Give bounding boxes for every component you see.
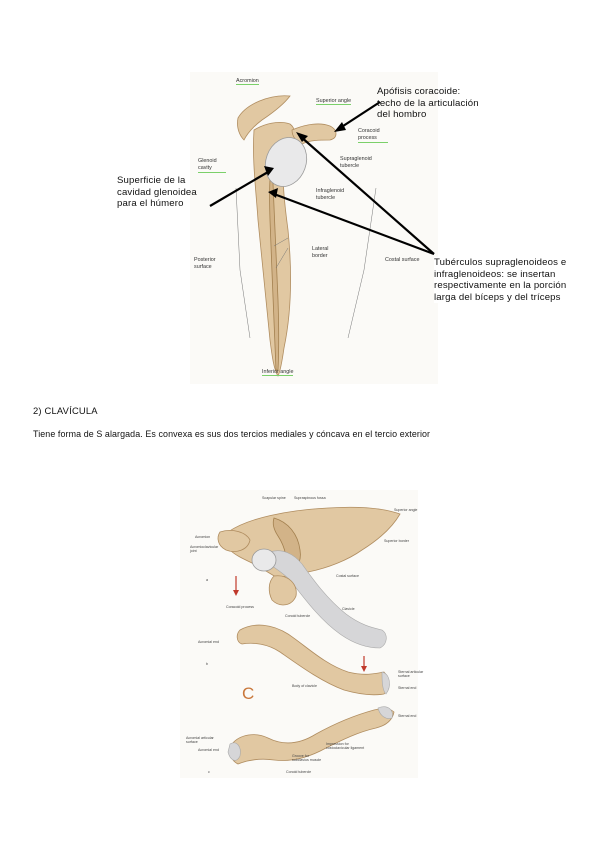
label-panel-b: b (206, 662, 208, 666)
clavicle-superior-shape (236, 624, 389, 696)
arrow-coracoid-head (334, 122, 346, 132)
annotation-coracoid-line: techo de la articulación (377, 97, 479, 109)
humeral-head-shape (251, 548, 277, 572)
label-coracoid-process: Coracoid process (358, 128, 388, 143)
arrow-infraglenoid (273, 192, 435, 256)
clavicle-inferior-shape (229, 708, 395, 765)
label-conoid-tubercle-2: Conoid tubercle (286, 770, 312, 774)
label-sternal-end: Sternal end (398, 686, 417, 690)
acromion-shape (237, 95, 291, 141)
annotation-tubercles-line: respectivamente en la porción (434, 280, 567, 291)
label-acromial-end-2: Acromial end (198, 748, 219, 752)
acromion-top-shape (217, 530, 251, 552)
arrow-glenoid (209, 171, 269, 207)
scapula-lateral-illustration (209, 95, 435, 377)
red-arrow-a-head (233, 590, 239, 596)
label-superior-angle-2: Superior angle (394, 508, 418, 512)
label-big-c: C (242, 684, 255, 703)
label-superior-border: Superior border (384, 539, 409, 543)
label-coracoid-process-2: Coracoid process (226, 605, 254, 609)
label-acromioclavicular-joint: Acromioclavicular joint (190, 545, 219, 553)
label-costal-surface-2: Costal surface (336, 574, 359, 578)
label-acromial-end: Acromial end (198, 640, 219, 644)
label-inferior-angle: Inferior angle (262, 369, 294, 376)
label-body-of-clavicle: Body of clavicle (292, 684, 317, 688)
arrow-infraglenoid-head (268, 188, 278, 198)
annotation-glenoid-line: para el húmero (117, 198, 184, 209)
annotation-glenoid: Superficie de la cavidad glenoidea para … (117, 175, 197, 210)
annotation-tubercles-line: Tubérculos supraglenoideos e (434, 257, 567, 268)
label-superior-angle: Superior angle (316, 98, 352, 105)
arrow-supraglenoid (299, 135, 435, 255)
label-supraglenoid-tubercle: Supraglenoid tubercle (340, 156, 372, 169)
annotation-tubercles-line: larga del bíceps y del tríceps (434, 291, 561, 303)
label-glenoid-cavity: Glenoid cavity (198, 158, 226, 173)
annotation-coracoid-line: del hombro (377, 109, 427, 120)
glenoid-cavity-shape (264, 137, 308, 187)
label-clavicle: Clavicle (342, 607, 355, 611)
clavicle-illustration (217, 506, 401, 765)
section-heading: 2) CLAVÍCULA (33, 405, 98, 416)
acromial-surface-c (227, 742, 241, 761)
arrow-supraglenoid-head (296, 132, 308, 142)
label-groove-subclavius: Groove for subclavius muscle (292, 754, 322, 762)
scapula-top-shape (224, 506, 401, 579)
sternal-surface-c (377, 706, 393, 719)
annotation-tubercles: Tubérculos supraglenoideos e infraglenoi… (434, 257, 567, 303)
label-acromial-articular-surface: Acromial articular surface (186, 736, 214, 744)
label-supraspinous-fossa: Supraspinous fossa (294, 496, 326, 500)
annotation-coracoid: Apófisis coracoide: techo de la articula… (377, 86, 479, 121)
label-sternal-articular-surface: Sternal articular surface (398, 670, 424, 678)
coracoid-top-shape (268, 575, 297, 606)
arrow-glenoid-head (264, 166, 274, 176)
label-posterior-surface: Posterior surface (194, 257, 216, 270)
label-sternal-end-2: Sternal end (398, 714, 417, 718)
scapula-ridge-shape (269, 159, 280, 371)
label-conoid-tubercle: Conoid tubercle (285, 614, 311, 618)
label-costal-surface: Costal surface (385, 257, 420, 263)
arrow-coracoid (339, 101, 381, 129)
red-arrow-b-head (361, 666, 367, 672)
posterior-guide-line (235, 187, 251, 339)
annotation-tubercles-line: infraglenoideos: se insertan (434, 268, 556, 280)
label-panel-a: a (206, 578, 208, 582)
lateral-border-lead-2 (275, 247, 289, 269)
label-lateral-border: Lateral border (312, 246, 329, 259)
label-panel-c: c (208, 770, 210, 774)
label-impression-costoclavicular: Impression for costoclavicular ligament (326, 742, 365, 750)
label-scapular-spine: Scapular spine (262, 496, 286, 500)
annotation-coracoid-line: Apófisis coracoide: (377, 86, 461, 97)
annotation-glenoid-line: cavidad glenoidea (117, 186, 197, 198)
section-description: Tiene forma de S alargada. Es convexa es… (33, 429, 431, 439)
sternal-surface-b (381, 671, 390, 695)
costal-guide-line (347, 187, 377, 339)
label-acromion-2: Acromion (195, 535, 211, 539)
label-infraglenoid-tubercle: Infraglenoid tubercle (316, 188, 345, 201)
annotation-glenoid-line: Superficie de la (117, 175, 186, 186)
lateral-border-lead (273, 237, 289, 247)
label-acromion: Acromion (236, 78, 259, 85)
